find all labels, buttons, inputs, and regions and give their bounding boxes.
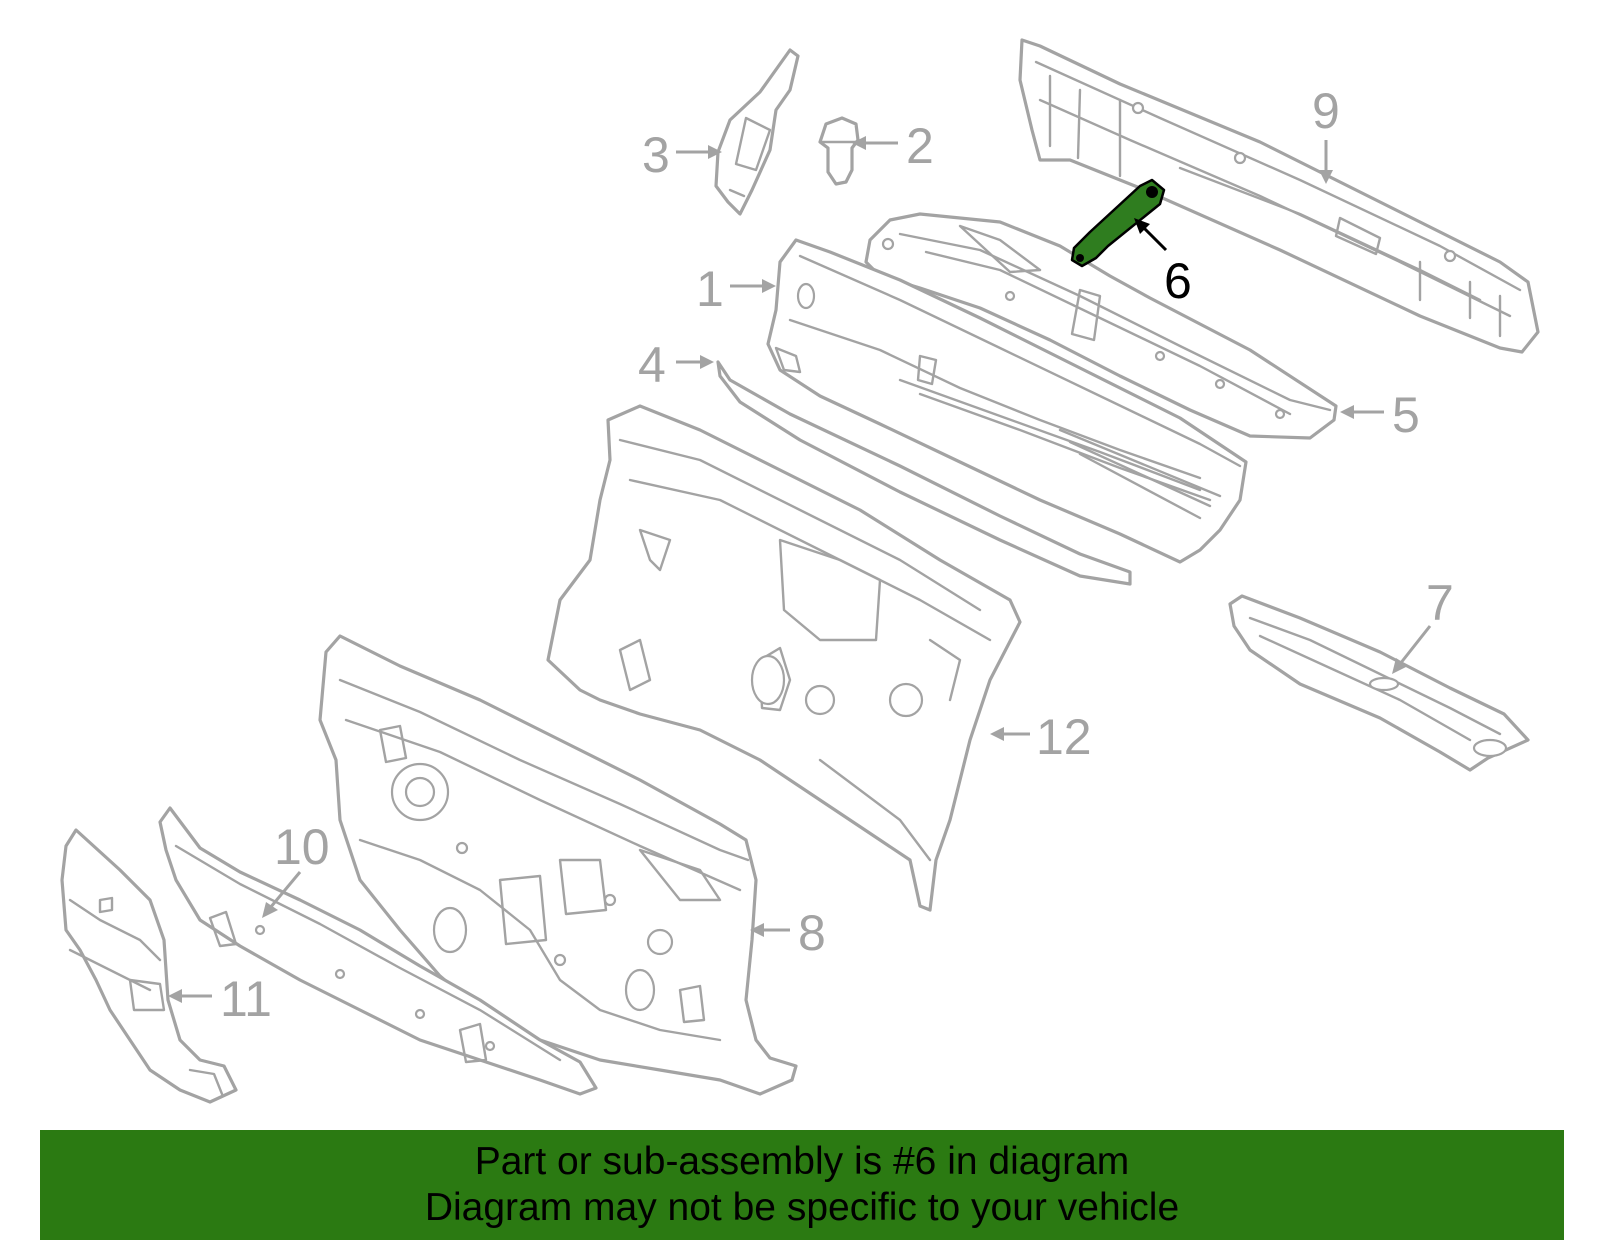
callout-label-10: 10 (274, 819, 330, 875)
banner-line-part-number: Part or sub-assembly is #6 in diagram (474, 1140, 1130, 1183)
part-9-upper-cowl-panel (1018, 38, 1540, 354)
part-2-clip (818, 116, 860, 186)
part-12-dash-insulator (546, 404, 1022, 912)
callout-label-11: 11 (220, 971, 272, 1027)
callout-9: 9 (1312, 83, 1340, 184)
callout-label-7: 7 (1426, 575, 1454, 631)
callout-10: 10 (262, 819, 330, 918)
part-11-side-bracket (60, 828, 238, 1104)
part-3-small-bracket (714, 48, 800, 216)
callout-3: 3 (642, 127, 722, 183)
callout-1: 1 (696, 261, 776, 317)
callout-5: 5 (1340, 387, 1420, 443)
callout-label-12: 12 (1036, 709, 1092, 765)
banner-line-disclaimer: Diagram may not be specific to your vehi… (424, 1186, 1180, 1229)
callout-12: 12 (990, 709, 1092, 765)
callout-label-1: 1 (696, 261, 724, 317)
callout-label-2: 2 (906, 118, 934, 174)
callout-label-4: 4 (638, 337, 666, 393)
callout-6: 6 (1134, 218, 1192, 309)
callout-2: 2 (852, 118, 934, 174)
callout-label-9: 9 (1312, 83, 1340, 139)
parts-diagram: 1 2 3 4 5 6 7 8 9 10 (60, 38, 1540, 1104)
callout-label-5: 5 (1392, 387, 1420, 443)
info-banner: Part or sub-assembly is #6 in diagram Di… (40, 1130, 1564, 1240)
callout-4: 4 (638, 337, 714, 393)
part-7-lower-support (1228, 594, 1530, 772)
part-10-cross-member (158, 806, 598, 1096)
part-1-cowl-grille (766, 238, 1248, 564)
callout-8: 8 (750, 905, 826, 961)
callout-11: 11 (168, 971, 272, 1027)
part-4-weatherstrip (716, 360, 1132, 586)
part-6-bracket-highlighted (1070, 178, 1166, 268)
part-8-dash-panel (318, 634, 798, 1096)
callout-label-3: 3 (642, 127, 670, 183)
callout-7: 7 (1392, 575, 1454, 674)
callout-label-8: 8 (798, 905, 826, 961)
part-5-cowl-reinforcement (864, 212, 1338, 440)
callout-label-6: 6 (1164, 253, 1192, 309)
